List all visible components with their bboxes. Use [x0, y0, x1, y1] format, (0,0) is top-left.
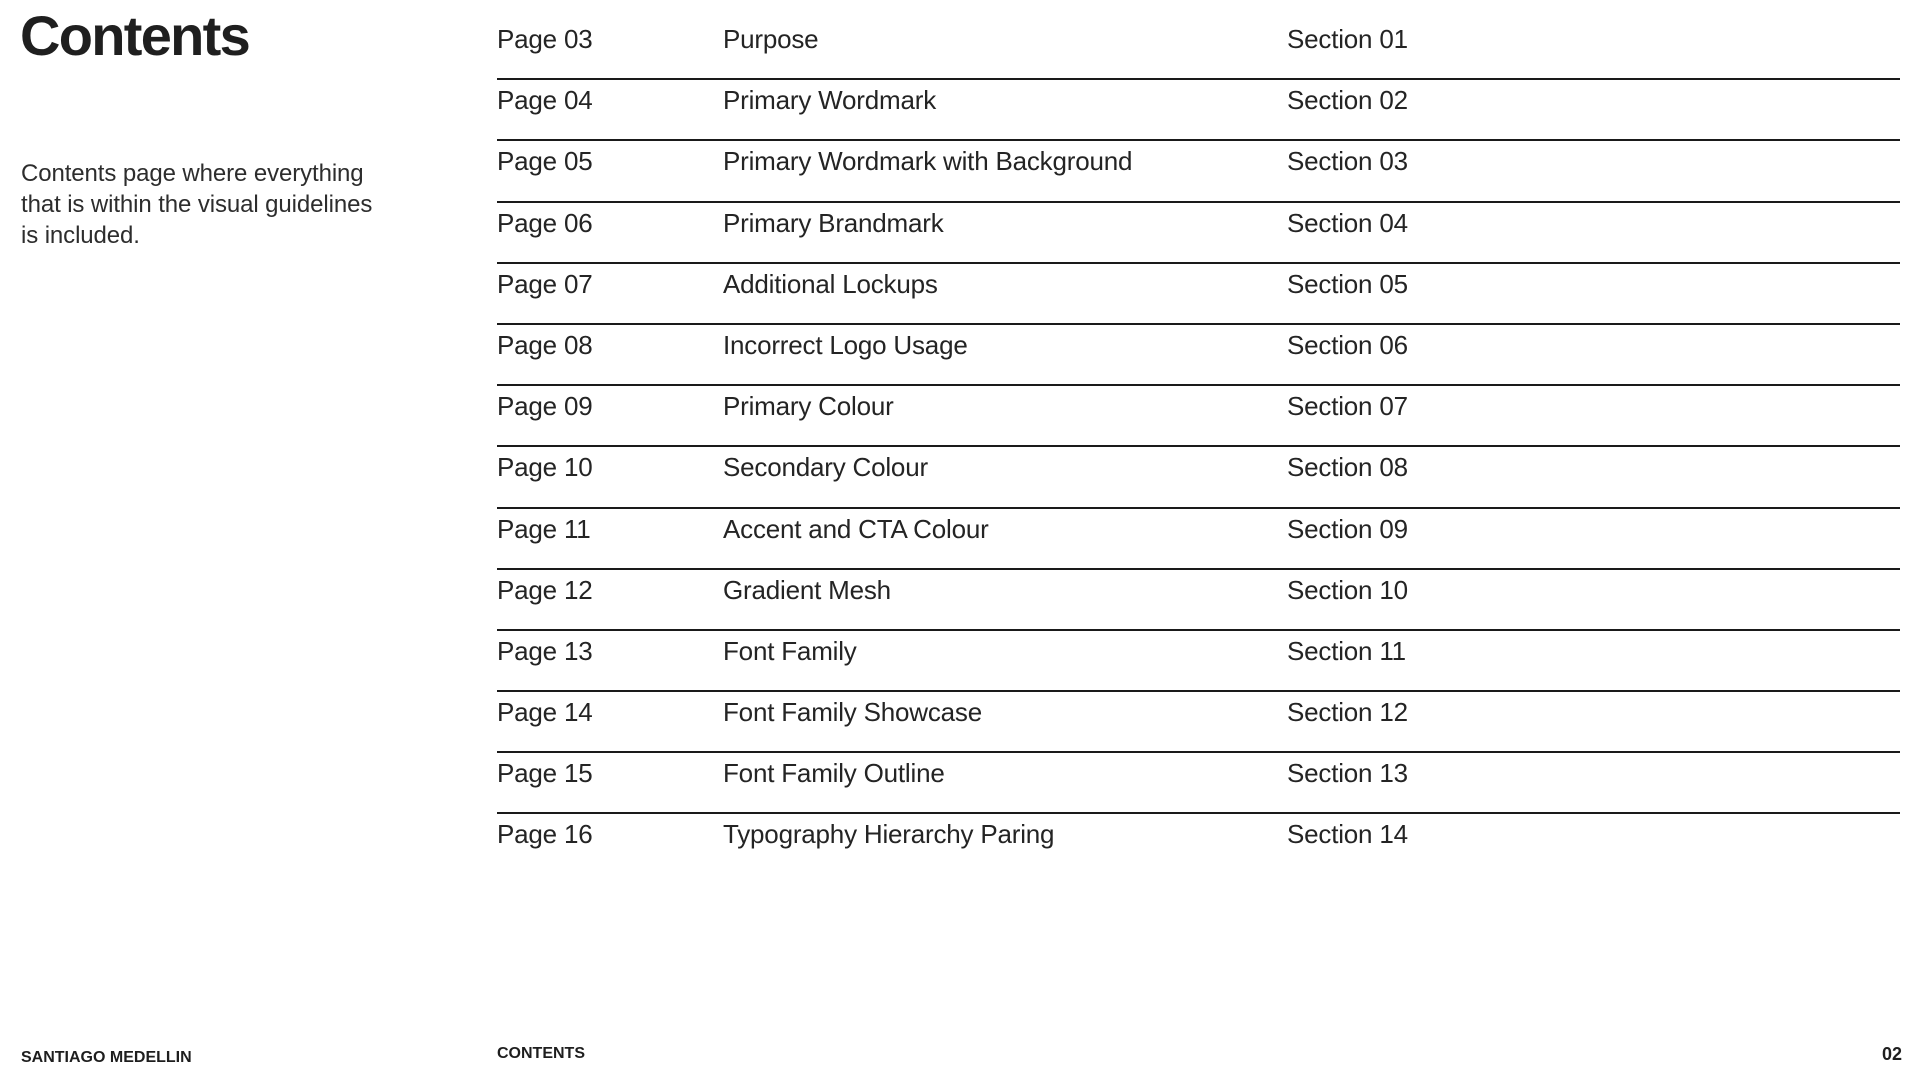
page-title: Contents	[20, 4, 251, 67]
footer-page-number: 02	[1881, 1044, 1902, 1064]
toc-page-cell: Page 12	[497, 574, 593, 605]
toc-page-cell: Page 16	[497, 819, 593, 850]
toc-table: Page 03 Purpose Section 01 Page 04 Prima…	[497, 19, 1900, 876]
toc-page-cell: Page 09	[497, 391, 593, 422]
toc-section-cell: Section 02	[1287, 85, 1408, 116]
toc-page-cell: Page 15	[497, 758, 593, 789]
toc-title-cell: Gradient Mesh	[723, 574, 891, 605]
toc-row[interactable]: Page 08 Incorrect Logo Usage Section 06	[497, 325, 1900, 387]
toc-title-cell: Additional Lockups	[723, 268, 938, 299]
toc-section-cell: Section 13	[1287, 758, 1408, 789]
toc-page-cell: Page 06	[497, 207, 593, 238]
toc-title-cell: Primary Wordmark with Background	[723, 146, 1133, 177]
toc-row[interactable]: Page 05 Primary Wordmark with Background…	[497, 141, 1900, 203]
toc-title-cell: Font Family	[723, 635, 857, 666]
toc-title-cell: Primary Colour	[723, 391, 894, 422]
toc-page-cell: Page 14	[497, 697, 593, 728]
toc-row[interactable]: Page 16 Typography Hierarchy Paring Sect…	[497, 814, 1900, 875]
toc-page-cell: Page 10	[497, 452, 593, 483]
toc-row[interactable]: Page 14 Font Family Showcase Section 12	[497, 692, 1900, 754]
toc-section-cell: Section 07	[1287, 391, 1408, 422]
toc-row[interactable]: Page 10 Secondary Colour Section 08	[497, 447, 1900, 509]
toc-row[interactable]: Page 12 Gradient Mesh Section 10	[497, 570, 1900, 631]
footer-section-label: CONTENTS	[497, 1045, 585, 1062]
toc-title-cell: Font Family Outline	[723, 758, 945, 789]
toc-row[interactable]: Page 09 Primary Colour Section 07	[497, 386, 1900, 448]
toc-section-cell: Section 06	[1287, 329, 1408, 360]
toc-section-cell: Section 04	[1287, 207, 1408, 238]
toc-page-cell: Page 05	[497, 146, 593, 177]
toc-row[interactable]: Page 13 Font Family Section 11	[497, 631, 1900, 693]
footer-brand: SANTIAGO MEDELLIN	[21, 1049, 192, 1066]
toc-section-cell: Section 05	[1287, 268, 1408, 299]
toc-row[interactable]: Page 03 Purpose Section 01	[497, 19, 1900, 81]
toc-title-cell: Secondary Colour	[723, 452, 928, 483]
toc-row[interactable]: Page 06 Primary Brandmark Section 04	[497, 203, 1900, 264]
toc-title-cell: Primary Wordmark	[723, 85, 937, 116]
toc-section-cell: Section 14	[1287, 819, 1408, 850]
toc-section-cell: Section 08	[1287, 452, 1408, 483]
toc-section-cell: Section 10	[1287, 574, 1408, 605]
toc-row[interactable]: Page 04 Primary Wordmark Section 02	[497, 80, 1900, 142]
toc-row[interactable]: Page 15 Font Family Outline Section 13	[497, 753, 1900, 815]
toc-page-cell: Page 03	[497, 24, 593, 54]
toc-page-cell: Page 04	[497, 85, 593, 116]
toc-page-cell: Page 11	[497, 513, 591, 544]
toc-page-cell: Page 08	[497, 329, 593, 360]
toc-section-cell: Section 12	[1287, 697, 1408, 728]
toc-section-cell: Section 01	[1287, 24, 1408, 54]
toc-row[interactable]: Page 07 Additional Lockups Section 05	[497, 264, 1900, 325]
toc-section-cell: Section 03	[1287, 146, 1408, 177]
toc-page-cell: Page 13	[497, 635, 593, 666]
toc-title-cell: Font Family Showcase	[723, 697, 982, 728]
page-description: Contents page where everything that is w…	[21, 160, 373, 249]
toc-title-cell: Incorrect Logo Usage	[723, 329, 968, 360]
toc-row[interactable]: Page 11 Accent and CTA Colour Section 09	[497, 509, 1900, 570]
toc-section-cell: Section 09	[1287, 513, 1408, 544]
toc-title-cell: Accent and CTA Colour	[723, 513, 989, 544]
toc-title-cell: Typography Hierarchy Paring	[723, 819, 1055, 850]
toc-title-cell: Purpose	[723, 24, 819, 54]
toc-page-cell: Page 07	[497, 268, 593, 299]
toc-section-cell: Section 11	[1287, 635, 1406, 666]
toc-title-cell: Primary Brandmark	[723, 207, 944, 238]
